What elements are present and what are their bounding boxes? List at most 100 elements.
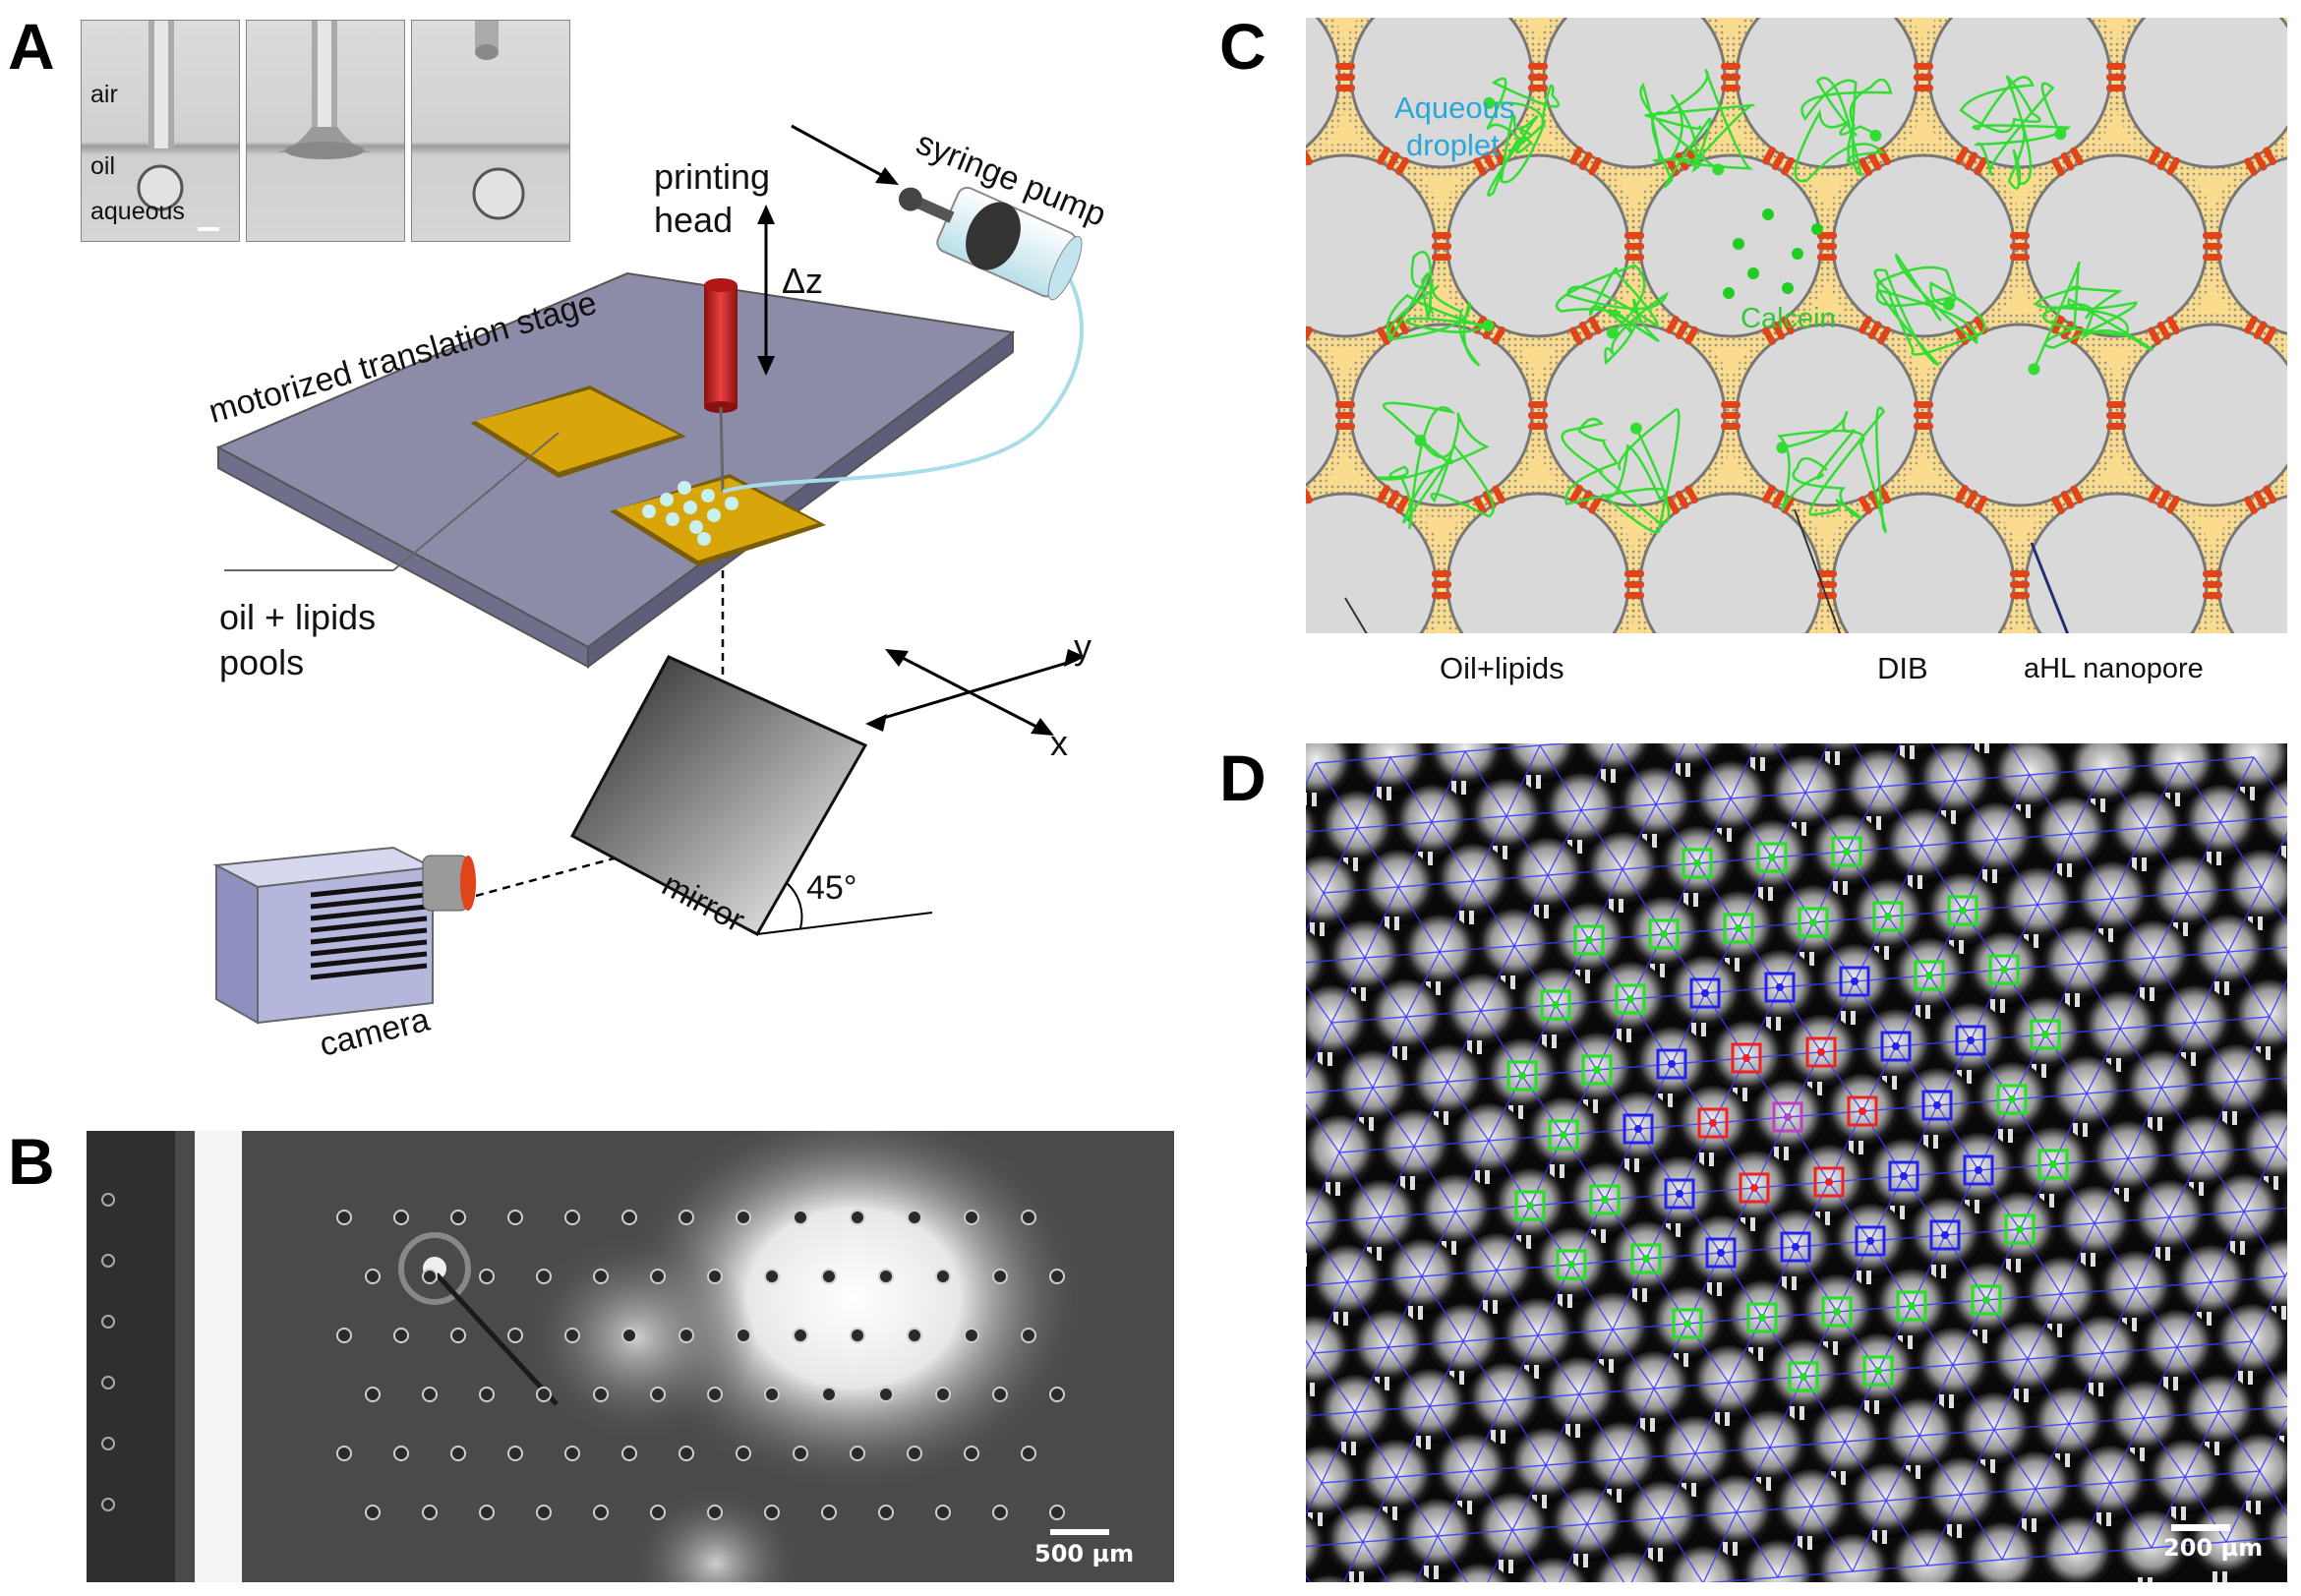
interface-highlight — [1800, 1406, 1804, 1420]
interface-highlight — [2098, 1383, 2103, 1396]
droplet-dot — [1022, 1211, 1035, 1224]
interface-highlight — [1717, 1282, 1722, 1296]
interface-highlight — [1984, 743, 1989, 753]
interface-highlight — [1428, 852, 1433, 865]
label-pools: pools — [219, 645, 304, 680]
interface-highlight — [1768, 887, 1773, 901]
interface-highlight — [1508, 1560, 1513, 1573]
droplet-dot — [622, 1329, 636, 1342]
panel-letter-b: B — [8, 1129, 55, 1194]
droplet-dot — [993, 1506, 1007, 1519]
droplet-dot — [451, 1329, 465, 1342]
green-marker-dot — [1642, 1255, 1650, 1263]
droplet-dot — [822, 1388, 836, 1401]
interface-highlight — [1609, 1359, 1614, 1373]
red-marker-dot — [1858, 1107, 1866, 1115]
droplet-dot — [708, 1506, 722, 1519]
interface-highlight — [1461, 781, 1466, 795]
interface-highlight — [1542, 1495, 1547, 1508]
droplet-dot — [537, 1388, 551, 1401]
interface-highlight — [1941, 1265, 1946, 1278]
panel-a: air oil aqueous — [0, 0, 1200, 1101]
green-marker-dot — [1601, 1196, 1609, 1204]
interface-highlight — [1418, 1306, 1423, 1320]
droplet-dot — [708, 1388, 722, 1401]
scalebar-d-label: 200 µm — [2163, 1534, 2263, 1562]
strand-bead — [1712, 163, 1724, 175]
interface-highlight — [1910, 745, 1915, 759]
interface-highlight — [1485, 1170, 1490, 1184]
interface-highlight — [2266, 1046, 2271, 1060]
interface-highlight — [2065, 1453, 2070, 1467]
interface-highlight — [1851, 1011, 1856, 1025]
interface-highlight — [1343, 1312, 1348, 1326]
droplet-dot — [1050, 1388, 1064, 1401]
blue-marker-dot — [1776, 983, 1784, 991]
droplet-array-photo — [87, 1131, 1174, 1582]
interface-highlight — [2075, 993, 2080, 1007]
droplet-dot — [737, 1211, 750, 1224]
droplet-dot — [480, 1270, 494, 1283]
calcein-molecule — [1782, 282, 1794, 294]
interface-highlight — [1335, 1182, 1340, 1196]
droplet-dot — [423, 1506, 437, 1519]
interface-highlight — [1685, 763, 1690, 777]
droplet-dot — [102, 1438, 114, 1449]
scalebar-b-label: 500 µm — [1034, 1540, 1134, 1567]
strand-bead — [2028, 363, 2039, 375]
interface-highlight — [2173, 1377, 2178, 1390]
interface-highlight — [1359, 1571, 1364, 1582]
label-angle: 45° — [806, 871, 856, 905]
interface-highlight — [2142, 857, 2147, 871]
interface-highlight — [1536, 775, 1541, 789]
interface-highlight — [1560, 1164, 1564, 1178]
blue-marker-dot — [1933, 1101, 1941, 1109]
interface-highlight — [1727, 828, 1732, 842]
interface-highlight — [1817, 1082, 1822, 1095]
interface-highlight — [1642, 1288, 1647, 1302]
interface-highlight — [1733, 1542, 1738, 1556]
interface-highlight — [1410, 1176, 1415, 1190]
interface-highlight — [1306, 793, 1307, 806]
ahl-nanopore — [2203, 232, 2222, 261]
ahl-nanopore — [2203, 570, 2222, 599]
interface-highlight — [1320, 922, 1325, 936]
green-marker-dot — [1982, 1296, 1990, 1304]
ahl-nanopore — [1721, 63, 1740, 91]
interface-highlight — [2091, 1253, 2095, 1267]
interface-highlight — [1510, 975, 1515, 989]
droplet-dot — [965, 1329, 978, 1342]
blue-marker-dot — [1851, 977, 1858, 985]
green-marker-dot — [2008, 1095, 2016, 1103]
droplet-dot — [480, 1506, 494, 1519]
droplet-dot — [366, 1270, 380, 1283]
interface-highlight — [1892, 1076, 1897, 1090]
green-marker-dot — [1925, 972, 1933, 979]
droplet-dot — [765, 1388, 779, 1401]
blue-marker-dot — [1941, 1231, 1949, 1239]
droplet-dot — [993, 1388, 1007, 1401]
interface-highlight — [2083, 1123, 2088, 1137]
droplet-dot — [451, 1211, 465, 1224]
green-marker-dot — [1567, 1261, 1575, 1269]
green-marker-dot — [1843, 848, 1851, 856]
interface-highlight — [2214, 1442, 2219, 1455]
droplet-dot — [394, 1447, 408, 1460]
droplet-dot — [851, 1211, 864, 1224]
droplet-dot — [337, 1447, 351, 1460]
interface-highlight — [2138, 1577, 2143, 1582]
blue-marker-dot — [1792, 1243, 1800, 1251]
interface-highlight — [1916, 1465, 1920, 1479]
interface-highlight — [1444, 1111, 1448, 1125]
interface-highlight — [2248, 1371, 2253, 1385]
green-marker-dot — [1593, 1066, 1601, 1074]
interface-highlight — [1841, 1471, 1846, 1485]
interface-highlight — [1312, 793, 1317, 806]
strand-bead — [1482, 320, 1494, 331]
droplet-dot — [936, 1506, 950, 1519]
label-oil-lipids-c: Oil+lipids — [1440, 653, 1564, 683]
interface-highlight — [2106, 1512, 2111, 1526]
interface-highlight — [1583, 1554, 1588, 1567]
interface-highlight — [2199, 1182, 2204, 1196]
interface-highlight — [1575, 1424, 1580, 1438]
